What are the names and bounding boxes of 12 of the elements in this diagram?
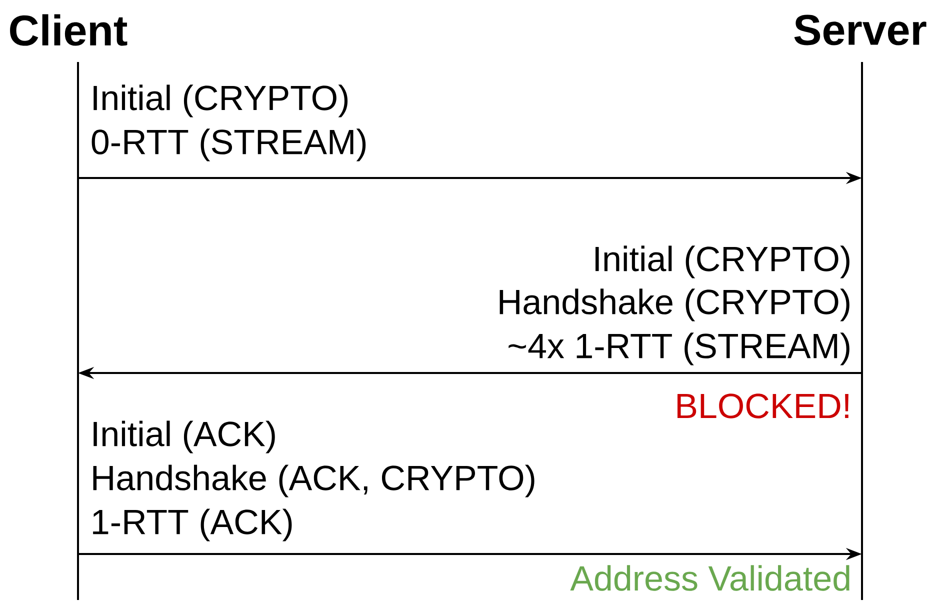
- message-text: Handshake (ACK, CRYPTO): [93, 464, 534, 498]
- message-text: Initial (CRYPTO): [596, 246, 850, 278]
- message-text: Handshake (CRYPTO): [500, 288, 850, 322]
- message-text: ~4x 1-RTT (STREAM): [508, 332, 850, 366]
- status-text: Address Validated: [570, 565, 850, 591]
- message-text: Initial (ACK): [94, 420, 275, 454]
- message-text: Initial (CRYPTO): [94, 84, 348, 118]
- status-text: BLOCKED!: [678, 394, 848, 418]
- participant-label: Server: [794, 14, 926, 46]
- message-text: 1-RTT (ACK): [93, 508, 292, 542]
- message-text: 0-RTT (STREAM): [92, 128, 366, 162]
- participant-label: Client: [10, 14, 128, 46]
